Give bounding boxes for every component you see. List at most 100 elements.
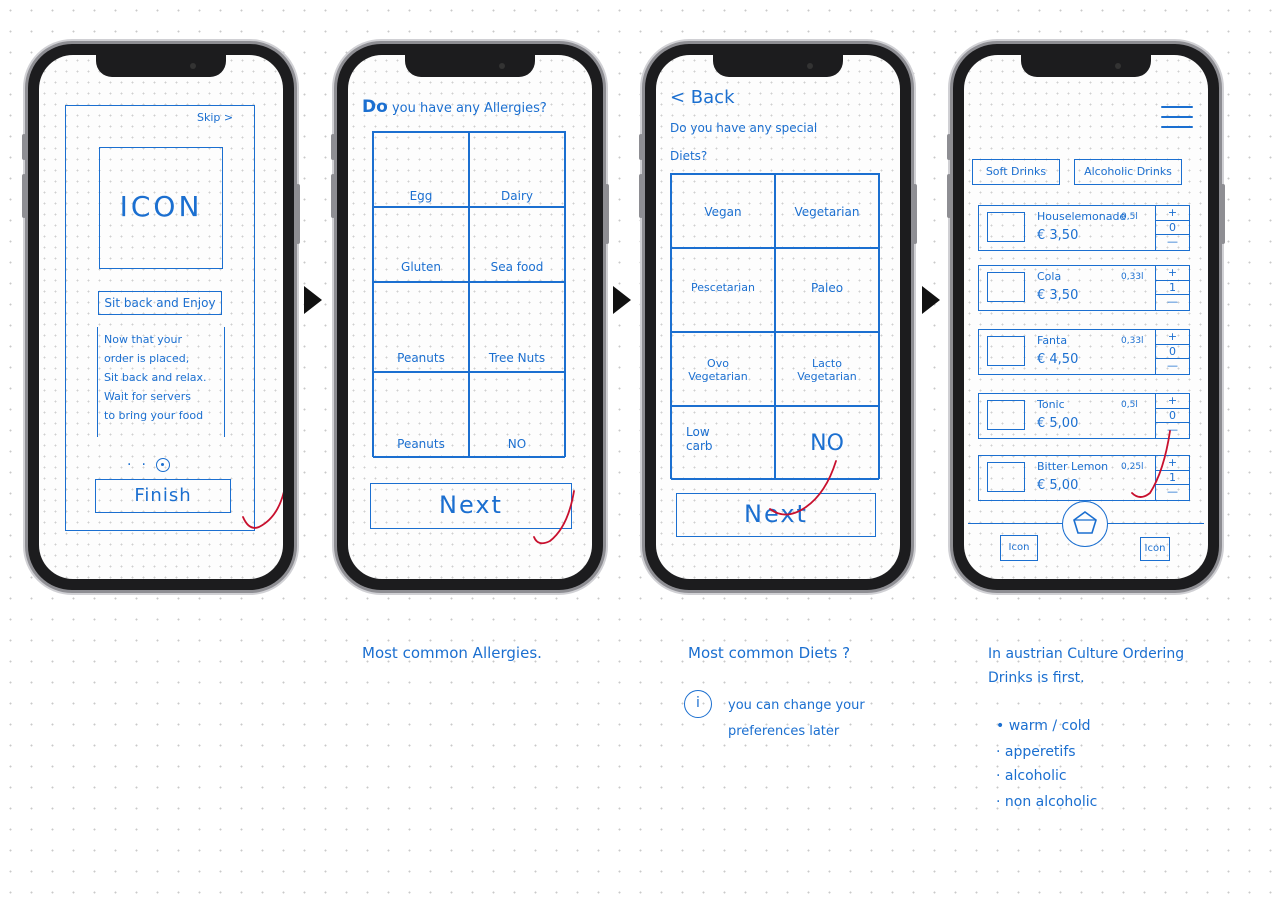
quantity-value: 0 — [1156, 409, 1189, 424]
next-button[interactable]: Next — [676, 493, 876, 537]
allergy-option-peanuts-2[interactable]: Peanuts — [373, 372, 469, 458]
quantity-stepper[interactable]: + 0 — — [1155, 206, 1189, 250]
phone-allergies: Do you have any Allergies? Egg Dairy Glu… — [331, 44, 609, 590]
page-dot[interactable]: · — [127, 457, 142, 473]
diet-option-pescetarian[interactable]: Pescetarian — [671, 248, 775, 332]
quantity-value: 0 — [1156, 345, 1189, 360]
allergy-option-tree-nuts[interactable]: Tree Nuts — [469, 282, 565, 372]
minus-button[interactable]: — — [1167, 359, 1178, 373]
quantity-stepper[interactable]: + 0 — — [1155, 330, 1189, 374]
notch — [405, 55, 535, 77]
plus-button[interactable]: + — [1156, 394, 1189, 409]
headline: Sit back and Enjoy — [98, 291, 222, 315]
drink-name: Fanta — [1037, 334, 1068, 347]
drink-image-placeholder — [987, 272, 1025, 302]
check-mark-icon — [242, 491, 283, 529]
minus-button[interactable]: — — [1167, 485, 1178, 499]
diet-option-low-carb[interactable]: Low carb — [671, 406, 775, 480]
diet-option-vegan[interactable]: Vegan — [671, 174, 775, 248]
screen-drinks: Soft Drinks Alcoholic Drinks Houselemona… — [964, 55, 1208, 579]
drink-row[interactable]: Cola 0,33l € 3,50 + 1 — — [978, 265, 1190, 311]
drink-size: 0,5l — [1121, 212, 1138, 222]
question-bold: Do — [362, 97, 388, 117]
note-info-line1: you can change your — [728, 698, 865, 713]
drink-name: Tonic — [1037, 398, 1065, 411]
drink-row[interactable]: Tonic 0,5l € 5,00 + 0 — — [978, 393, 1190, 439]
back-link[interactable]: < Back — [670, 87, 735, 108]
diet-option-vegetarian[interactable]: Vegetarian — [775, 174, 879, 248]
drink-price: € 3,50 — [1037, 228, 1079, 243]
phone-diets: < Back Do you have any special Diets? Ve… — [639, 44, 917, 590]
body-line: Wait for servers — [104, 390, 191, 403]
allergy-question: Do you have any Allergies? — [362, 97, 547, 117]
drink-row[interactable]: Houselemonade 0,5l € 3,50 + 0 — — [978, 205, 1190, 251]
allergy-option-seafood[interactable]: Sea food — [469, 207, 565, 282]
allergy-option-dairy[interactable]: Dairy — [469, 132, 565, 207]
note-drinks-line2: Drinks is first. — [988, 670, 1085, 686]
quantity-value: 0 — [1156, 221, 1189, 236]
minus-button[interactable]: — — [1167, 295, 1178, 309]
screen-diets: < Back Do you have any special Diets? Ve… — [656, 55, 900, 579]
drink-name: Houselemonade — [1037, 210, 1127, 223]
page-dot[interactable]: · — [141, 457, 156, 473]
bullet-item: · alcoholic — [996, 768, 1067, 784]
quantity-stepper[interactable]: + 1 — — [1155, 456, 1189, 500]
plus-button[interactable]: + — [1156, 456, 1189, 471]
allergy-option-no[interactable]: NO — [469, 372, 565, 458]
plus-button[interactable]: + — [1156, 330, 1189, 345]
note-drinks-line1: In austrian Culture Ordering — [988, 646, 1185, 662]
diet-option-paleo[interactable]: Paleo — [775, 248, 879, 332]
drink-row[interactable]: Fanta 0,33l € 4,50 + 0 — — [978, 329, 1190, 375]
body-line: to bring your food — [104, 409, 204, 422]
quantity-value: 1 — [1156, 281, 1189, 296]
allergy-option-gluten[interactable]: Gluten — [373, 207, 469, 282]
tab-soft-drinks[interactable]: Soft Drinks — [972, 159, 1060, 185]
phone-drinks: Soft Drinks Alcoholic Drinks Houselemona… — [947, 44, 1225, 590]
minus-button[interactable]: — — [1167, 235, 1178, 249]
check-mark-icon — [769, 460, 837, 516]
note-allergies: Most common Allergies. — [362, 644, 542, 662]
minus-button[interactable]: — — [1167, 423, 1178, 437]
bottom-icon-left[interactable]: Icon — [1000, 535, 1038, 561]
drink-size: 0,33l — [1121, 336, 1144, 346]
tab-alcoholic-drinks[interactable]: Alcoholic Drinks — [1074, 159, 1182, 185]
allergy-option-peanuts[interactable]: Peanuts — [373, 282, 469, 372]
info-icon: i — [684, 690, 712, 718]
plus-button[interactable]: + — [1156, 266, 1189, 281]
diet-question-line2: Diets? — [670, 149, 708, 163]
content-frame — [65, 105, 255, 531]
finish-button[interactable]: Finish — [95, 479, 231, 513]
quantity-stepper[interactable]: + 0 — — [1155, 394, 1189, 438]
body-line: order is placed, — [104, 352, 190, 365]
drink-size: 0,33l — [1121, 272, 1144, 282]
drink-price: € 4,50 — [1037, 352, 1079, 367]
basket-icon[interactable] — [1062, 501, 1108, 547]
body-line: Sit back and relax. — [104, 371, 207, 384]
hamburger-menu-icon[interactable] — [1160, 103, 1194, 131]
page-dot-active[interactable] — [155, 458, 170, 472]
page-dots[interactable]: ·· — [127, 457, 170, 473]
bottom-icon-right[interactable]: Icon — [1140, 537, 1170, 561]
quantity-stepper[interactable]: + 1 — — [1155, 266, 1189, 310]
drink-image-placeholder — [987, 212, 1025, 242]
drink-row[interactable]: Bitter Lemon 0,25l € 5,00 + 1 — — [978, 455, 1190, 501]
diet-option-ovo-vegetarian[interactable]: Ovo Vegetarian — [671, 332, 775, 406]
plus-button[interactable]: + — [1156, 206, 1189, 221]
note-info-line2: preferences later — [728, 724, 840, 739]
allergy-option-egg[interactable]: Egg — [373, 132, 469, 207]
skip-link[interactable]: Skip > — [197, 111, 234, 124]
diet-option-no[interactable]: NO — [775, 406, 879, 480]
flow-arrow-icon — [922, 286, 940, 314]
bullet-item: · apperetifs — [996, 744, 1076, 760]
next-button[interactable]: Next — [370, 483, 572, 529]
drink-price: € 5,00 — [1037, 478, 1079, 493]
message-bracket: Now that your order is placed, Sit back … — [97, 327, 225, 437]
diet-option-lacto-vegetarian[interactable]: Lacto Vegetarian — [775, 332, 879, 406]
diet-question-line1: Do you have any special — [670, 121, 818, 135]
drink-size: 0,5l — [1121, 400, 1138, 410]
screen-onboarding: Skip > ICON Sit back and Enjoy Now that … — [39, 55, 283, 579]
screen-allergies: Do you have any Allergies? Egg Dairy Glu… — [348, 55, 592, 579]
quantity-value: 1 — [1156, 471, 1189, 486]
body-line: Now that your — [104, 333, 183, 346]
notch — [1021, 55, 1151, 77]
